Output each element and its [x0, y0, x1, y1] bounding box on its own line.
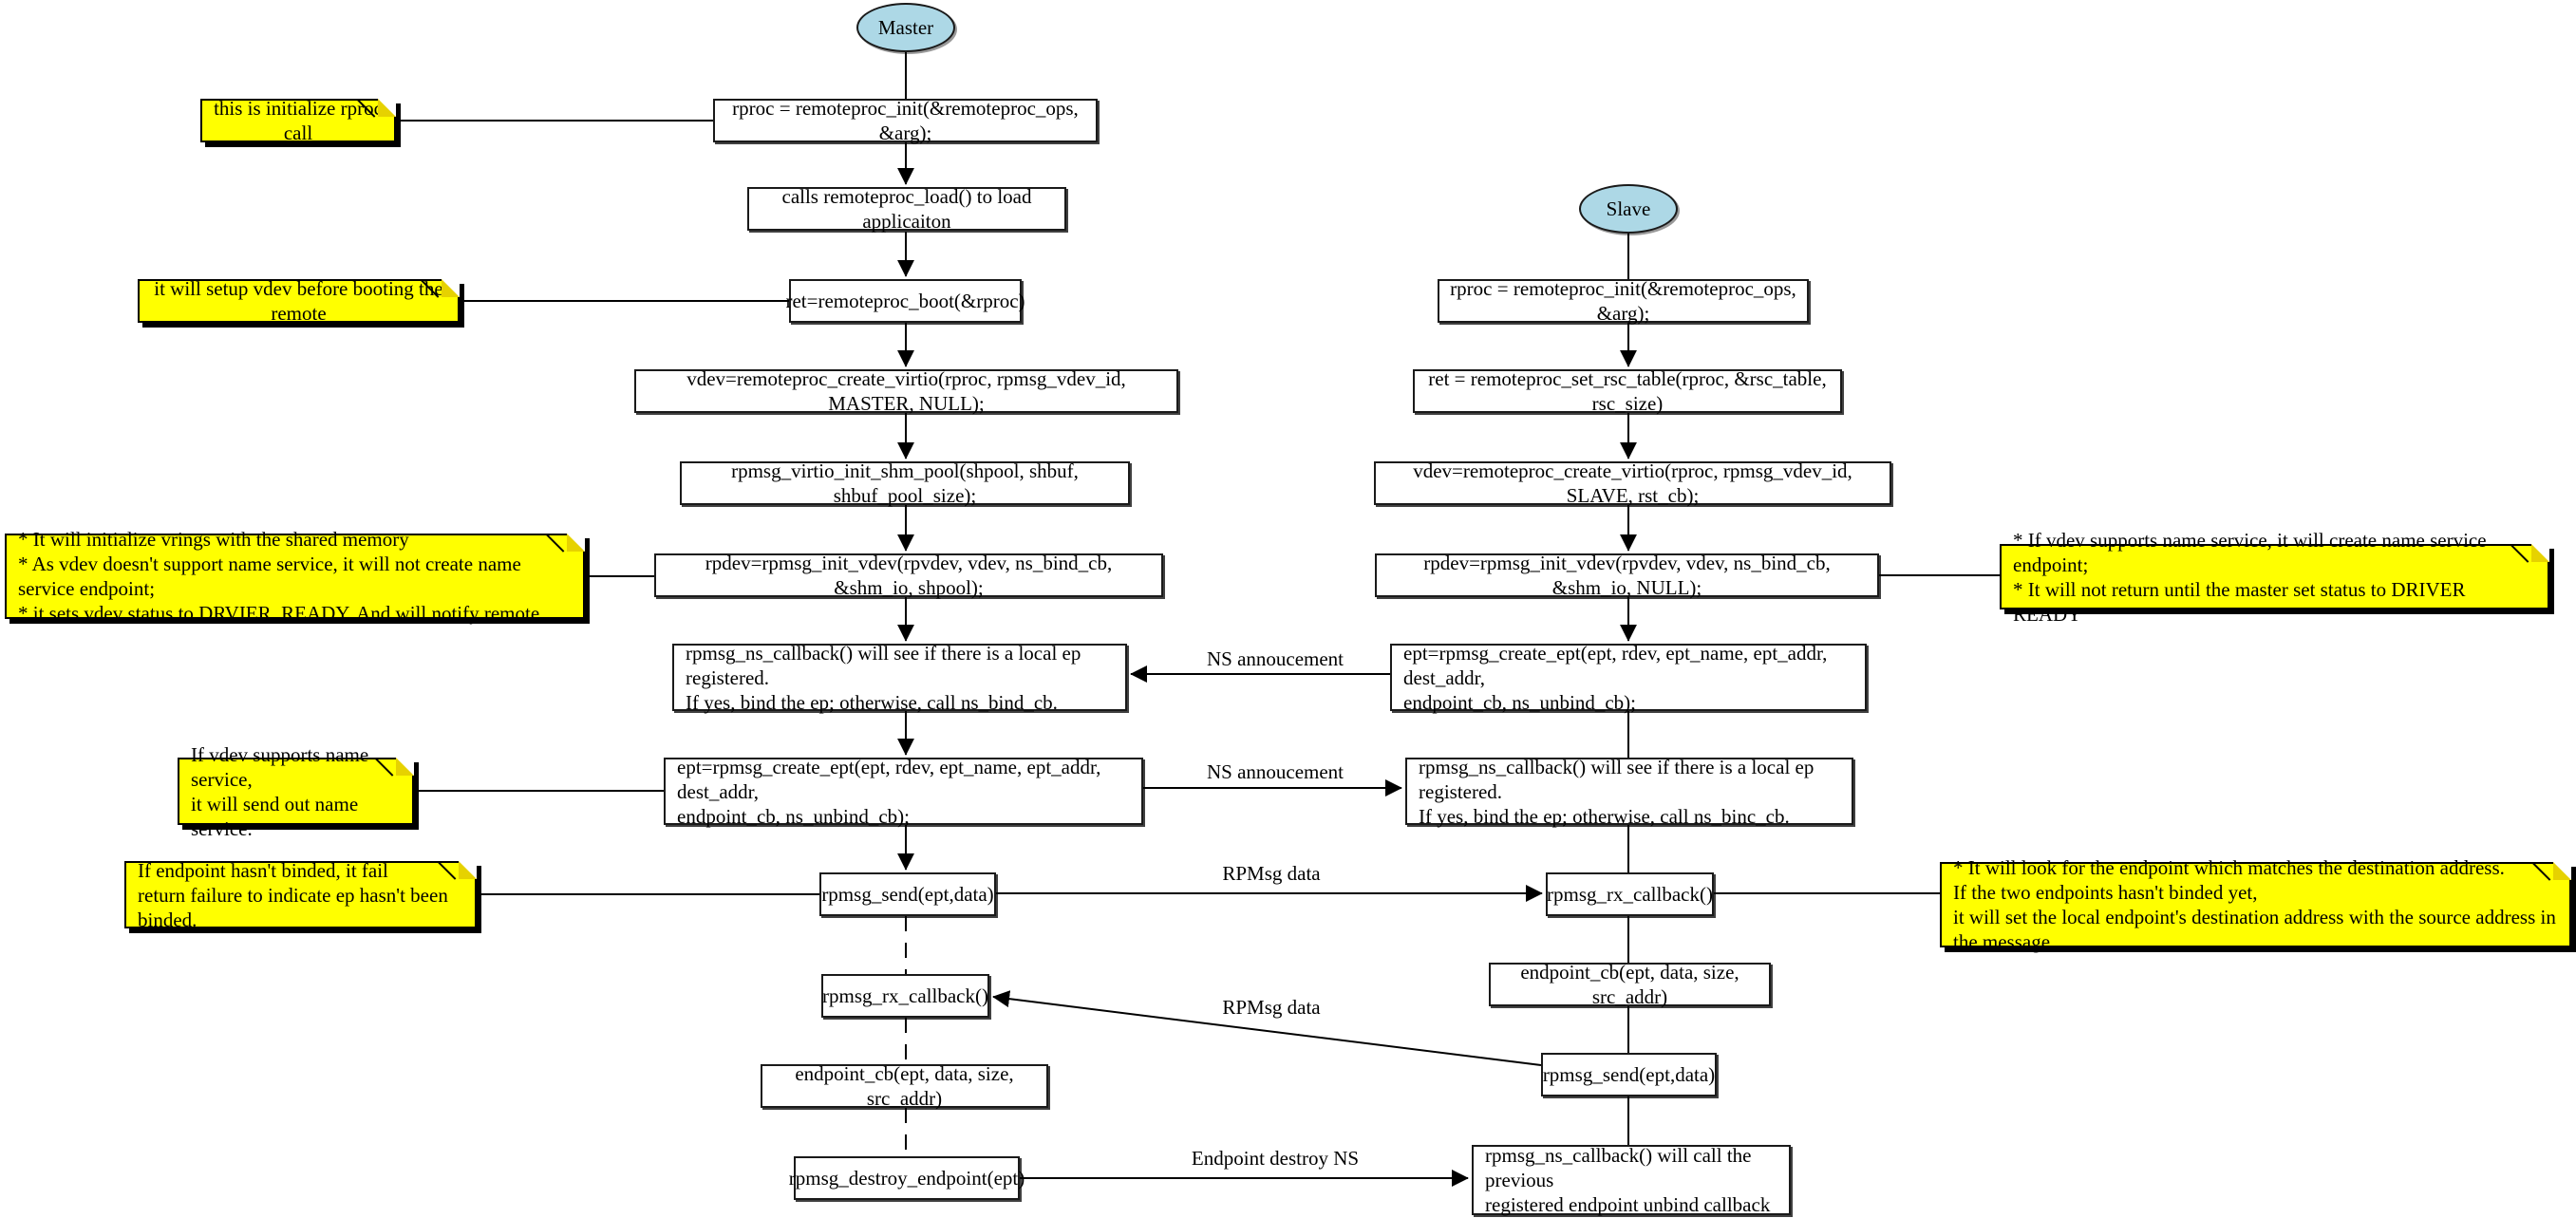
node-slave-rpmsg-rx-callback: rpmsg_rx_callback()	[1546, 872, 1714, 916]
note-text: * If vdev supports name service, it will…	[2013, 528, 2487, 626]
edge-label-rpmsg-data-2: RPMsg data	[1222, 996, 1321, 1019]
note-endpoint-not-binded: If endpoint hasn't binded, it fail retur…	[124, 859, 477, 931]
edge-label-ns-announcement-2: NS annoucement	[1206, 760, 1344, 783]
node-master-remoteproc-boot: ret=remoteproc_boot(&rproc)	[785, 279, 1025, 323]
edge-rpmsg-data-slave-to-master	[992, 990, 1542, 1066]
node-master-ns-callback: rpmsg_ns_callback() will see if there is…	[672, 642, 1127, 714]
node-slave-set-rsc-table: ret = remoteproc_set_rsc_table(rproc, &r…	[1413, 367, 1842, 415]
note-fold-icon	[567, 534, 585, 552]
note-endpoint-lookup: * It will look for the endpoint which ma…	[1940, 856, 2571, 953]
note-init-rproc: this is initialize rproc call	[200, 97, 396, 144]
note-text: * It will look for the endpoint which ma…	[1953, 856, 2556, 953]
node-master-virtio-init-shm-pool: rpmsg_virtio_init_shm_pool(shpool, shbuf…	[680, 459, 1130, 507]
terminal-slave: Slave	[1579, 184, 1678, 234]
node-slave-remoteproc-init: rproc = remoteproc_init(&remoteproc_ops,…	[1438, 277, 1809, 325]
note-setup-vdev: it will setup vdev before booting the re…	[138, 277, 460, 325]
node-master-rpmsg-rx-callback: rpmsg_rx_callback()	[821, 974, 989, 1018]
note-fold-icon	[442, 279, 460, 297]
node-slave-create-ept: ept=rpmsg_create_ept(ept, rdev, ept_name…	[1390, 642, 1867, 714]
node-master-destroy-endpoint: rpmsg_destroy_endpoint(ept)	[789, 1156, 1025, 1200]
node-slave-ns-callback: rpmsg_ns_callback() will see if there is…	[1405, 756, 1853, 828]
note-slave-name-service: * If vdev supports name service, it will…	[2000, 529, 2549, 626]
node-master-create-ept: ept=rpmsg_create_ept(ept, rdev, ept_name…	[664, 756, 1143, 828]
terminal-master: Master	[856, 3, 955, 52]
node-master-rpmsg-init-vdev: rpdev=rpmsg_init_vdev(rpvdev, vdev, ns_b…	[654, 552, 1163, 599]
note-fold-icon	[378, 99, 396, 117]
node-slave-ns-unbind-callback: rpmsg_ns_callback() will call the previo…	[1472, 1144, 1791, 1216]
note-init-vrings: * It will initialize vrings with the sha…	[5, 528, 585, 625]
node-slave-rpmsg-init-vdev: rpdev=rpmsg_init_vdev(rpvdev, vdev, ns_b…	[1375, 552, 1879, 599]
node-master-remoteproc-load: calls remoteproc_load() to load applicai…	[747, 185, 1066, 233]
note-text: * It will initialize vrings with the sha…	[18, 528, 545, 625]
node-master-remoteproc-init: rproc = remoteproc_init(&remoteproc_ops,…	[713, 97, 1098, 144]
note-text: If endpoint hasn't binded, it fail retur…	[138, 858, 448, 931]
edge-label-ns-announcement-1: NS annoucement	[1206, 647, 1344, 670]
note-text: it will setup vdev before booting the re…	[154, 277, 443, 325]
node-slave-create-virtio: vdev=remoteproc_create_virtio(rproc, rpm…	[1374, 459, 1891, 507]
node-slave-endpoint-cb: endpoint_cb(ept, data, size, src_addr)	[1489, 961, 1771, 1008]
note-text: If vdev supports name service, it will s…	[191, 742, 369, 840]
note-text: this is initialize rproc call	[214, 97, 383, 144]
note-fold-icon	[459, 861, 477, 879]
edge-label-rpmsg-data-1: RPMsg data	[1222, 862, 1321, 885]
note-fold-icon	[2531, 544, 2549, 562]
node-master-endpoint-cb: endpoint_cb(ept, data, size, src_addr)	[761, 1062, 1048, 1110]
node-master-create-virtio: vdev=remoteproc_create_virtio(rproc, rpm…	[634, 367, 1178, 415]
note-send-name-service: If vdev supports name service, it will s…	[178, 743, 414, 840]
note-fold-icon	[396, 758, 414, 776]
edge-label-endpoint-destroy-ns: Endpoint destroy NS	[1191, 1147, 1360, 1170]
note-fold-icon	[2553, 862, 2571, 880]
node-slave-rpmsg-send: rpmsg_send(ept,data)	[1541, 1053, 1717, 1096]
node-master-rpmsg-send: rpmsg_send(ept,data)	[819, 872, 996, 916]
